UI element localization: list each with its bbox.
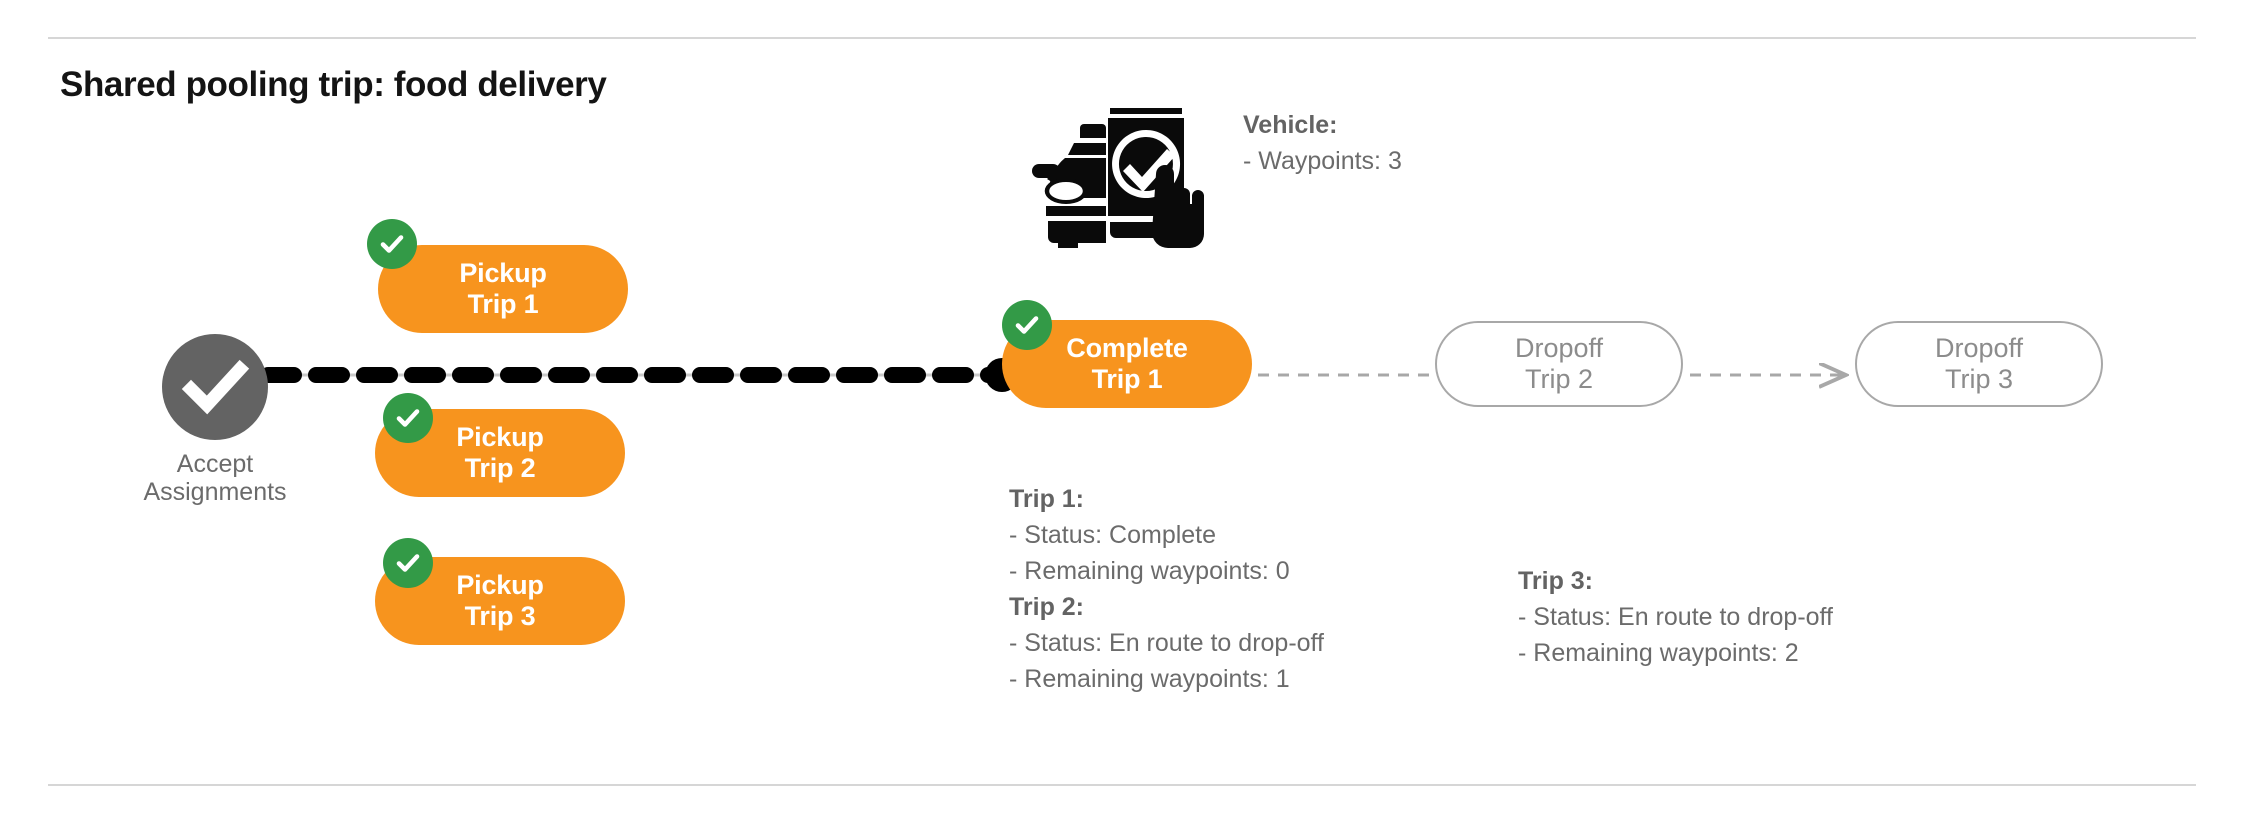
pickup-trip-1-line1: Pickup xyxy=(459,257,547,288)
node-accept-assignments[interactable]: Accept Assignments xyxy=(120,334,310,507)
trip-1-header: Trip 1: xyxy=(1009,485,1085,513)
trip-2-header: Trip 2: xyxy=(1009,593,1085,621)
check-badge-icon xyxy=(383,538,433,588)
vehicle-info-waypoints: - Waypoints: 3 xyxy=(1243,147,1402,175)
check-circle-icon xyxy=(162,334,268,440)
vehicle-info-header: Vehicle: xyxy=(1243,111,1338,139)
dropoff-trip-3-line1: Dropoff xyxy=(1934,332,2024,363)
trip-2-status: - Status: En route to drop-off xyxy=(1009,629,1324,657)
check-badge-icon xyxy=(1002,300,1052,350)
accept-assignments-label: Accept Assignments xyxy=(143,450,287,507)
top-divider xyxy=(48,37,2196,39)
page-title: Shared pooling trip: food delivery xyxy=(60,65,607,104)
pickup-trip-2-line2: Trip 2 xyxy=(464,453,536,483)
pickup-trip-3-line2: Trip 3 xyxy=(464,601,536,631)
complete-trip-1-line1: Complete xyxy=(1066,332,1188,363)
info-trip-1-and-2: Trip 1: - Status: Complete - Remaining w… xyxy=(1009,481,1324,697)
pickup-trip-3-line1: Pickup xyxy=(456,569,544,600)
check-badge-icon xyxy=(383,393,433,443)
info-vehicle: Vehicle: - Waypoints: 3 xyxy=(1243,107,1402,179)
bottom-divider xyxy=(48,784,2196,786)
dropoff-trip-2-line1: Dropoff xyxy=(1514,332,1604,363)
dropoff-trip-3-line2: Trip 3 xyxy=(1944,364,2013,394)
complete-trip-1-line2: Trip 1 xyxy=(1091,364,1163,394)
trip-3-status: - Status: En route to drop-off xyxy=(1518,603,1833,631)
trip-1-waypoints: - Remaining waypoints: 0 xyxy=(1009,557,1290,585)
trip-1-status: - Status: Complete xyxy=(1009,521,1217,549)
node-pickup-trip-1[interactable]: Pickup Trip 1 xyxy=(378,245,628,333)
dropoff-trip-2-line2: Trip 2 xyxy=(1524,364,1593,394)
car-phone-check-icon xyxy=(1032,86,1204,251)
trip-2-waypoints: - Remaining waypoints: 1 xyxy=(1009,665,1290,693)
pickup-trip-2-line1: Pickup xyxy=(456,421,544,452)
node-dropoff-trip-3[interactable]: Dropoff Trip 3 xyxy=(1855,321,2103,407)
trip-3-waypoints: - Remaining waypoints: 2 xyxy=(1518,639,1799,667)
pickup-trip-1-line2: Trip 1 xyxy=(467,289,539,319)
trip-3-header: Trip 3: xyxy=(1518,567,1594,595)
info-trip-3: Trip 3: - Status: En route to drop-off -… xyxy=(1518,563,1833,671)
check-badge-icon xyxy=(367,219,417,269)
node-dropoff-trip-2[interactable]: Dropoff Trip 2 xyxy=(1435,321,1683,407)
